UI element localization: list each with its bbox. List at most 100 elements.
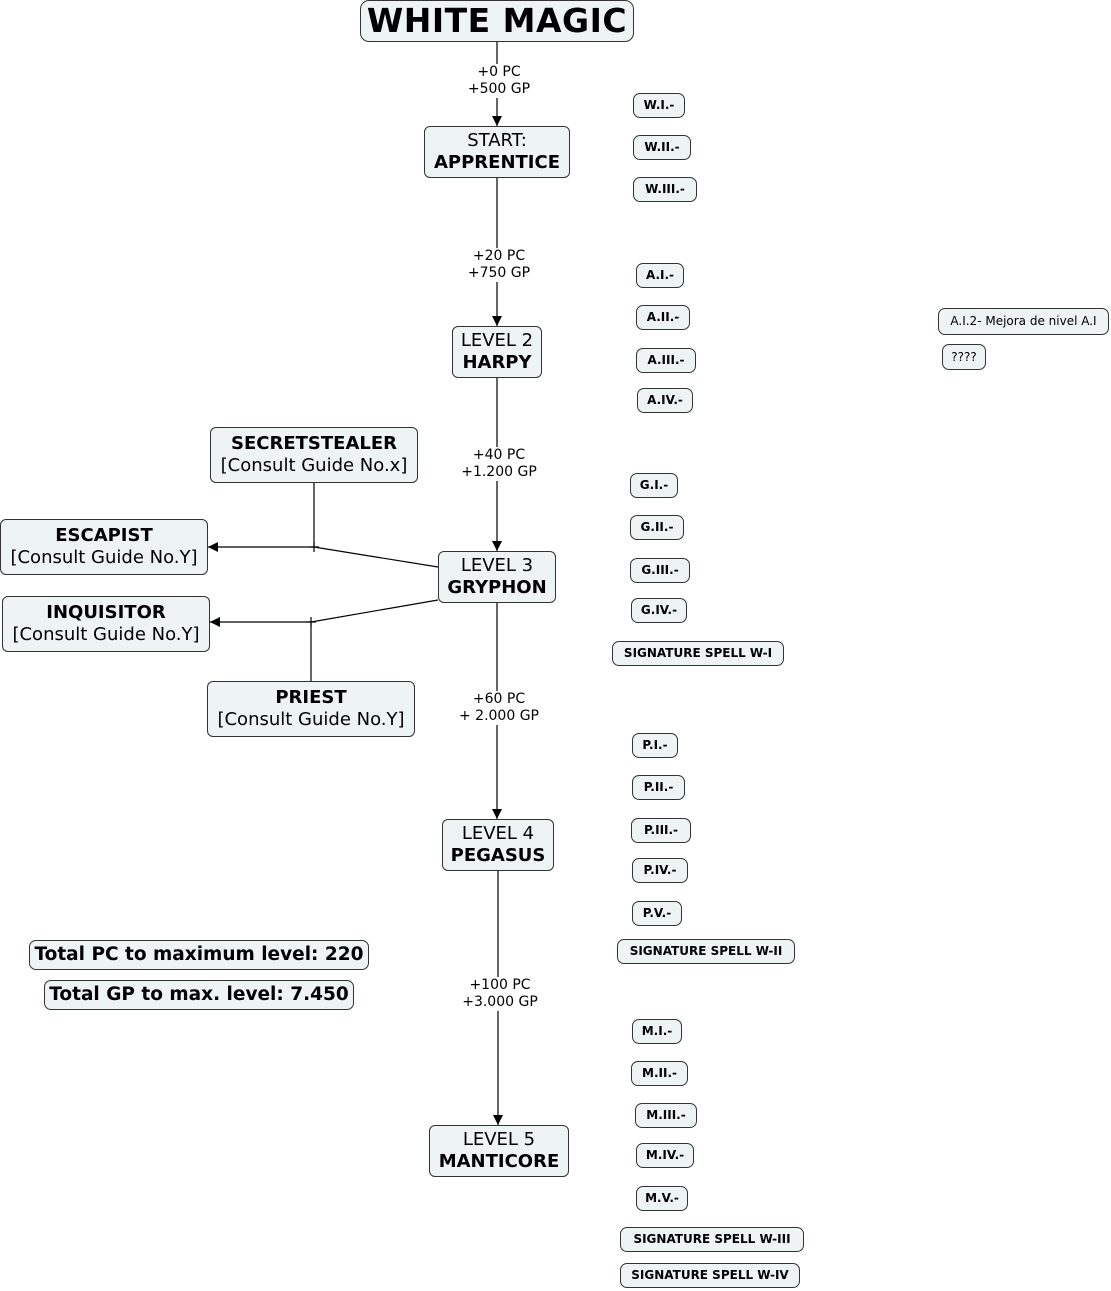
title-node: WHITE MAGIC <box>360 0 634 42</box>
spell-label: M.II.- <box>642 1066 677 1081</box>
spell-node-signature: SIGNATURE SPELL W-II <box>617 939 795 964</box>
spell-node-signature: SIGNATURE SPELL W-IV <box>620 1263 800 1288</box>
cost-label-level5: +100 PC +3.000 GP <box>448 977 552 1011</box>
spell-node: P.IV.- <box>632 858 688 883</box>
class-name: INQUISITOR <box>46 602 166 624</box>
class-name: PRIEST <box>275 687 347 709</box>
class-note: [Consult Guide No.Y] <box>12 624 200 645</box>
spell-label: A.IV.- <box>647 393 683 408</box>
spell-node: M.III.- <box>635 1103 697 1128</box>
spell-node: W.I.- <box>633 93 685 118</box>
level-name: GRYPHON <box>447 577 547 598</box>
spell-node: G.III.- <box>630 558 690 583</box>
spell-node: M.IV.- <box>636 1143 694 1168</box>
spell-label: A.I.2- Mejora de nivel A.I <box>950 314 1097 329</box>
level-node-gryphon: LEVEL 3 GRYPHON <box>438 551 556 603</box>
spell-node: A.I.- <box>636 263 684 288</box>
cost-gp: +750 GP <box>467 265 531 281</box>
spell-label: M.IV.- <box>645 1148 685 1163</box>
spell-node: A.III.- <box>636 348 696 373</box>
spell-node: G.IV.- <box>631 598 687 623</box>
cost-gp: +3.000 GP <box>462 994 538 1010</box>
class-name: ESCAPIST <box>55 525 153 547</box>
spell-node-signature: SIGNATURE SPELL W-III <box>620 1227 804 1252</box>
spell-label: A.I.- <box>645 268 675 283</box>
spell-node: G.II.- <box>630 515 684 540</box>
level-label: LEVEL 4 <box>461 823 535 845</box>
cost-gp: + 2.000 GP <box>458 708 539 724</box>
cost-label-level4: +60 PC + 2.000 GP <box>447 691 551 725</box>
spell-label: P.II.- <box>643 780 674 795</box>
level-node-apprentice: START: APPRENTICE <box>424 126 570 178</box>
cost-pc: +40 PC <box>472 447 526 463</box>
spell-label: P.I.- <box>642 738 668 753</box>
spell-node-extra: A.I.2- Mejora de nivel A.I <box>938 308 1109 335</box>
level-label: LEVEL 5 <box>462 1129 536 1151</box>
total-gp-box: Total GP to max. level: 7.450 <box>44 980 354 1010</box>
spell-label: G.I.- <box>639 478 669 493</box>
cost-gp: +1.200 GP <box>461 464 537 480</box>
cost-label-level2: +20 PC +750 GP <box>447 248 551 282</box>
spell-node: P.II.- <box>632 775 685 800</box>
spell-label: W.II.- <box>644 140 680 155</box>
spell-node: A.IV.- <box>637 388 693 413</box>
level-label: LEVEL 2 <box>460 330 534 352</box>
cost-label-level3: +40 PC +1.200 GP <box>447 447 551 481</box>
spell-node: M.II.- <box>631 1061 688 1086</box>
spell-label: M.V.- <box>645 1191 679 1206</box>
cost-pc: +60 PC <box>472 691 526 707</box>
spell-label: P.IV.- <box>643 863 677 878</box>
spell-label: G.II.- <box>640 520 674 535</box>
level-name: APPRENTICE <box>433 152 561 173</box>
cost-pc: +100 PC <box>469 977 531 993</box>
spell-node: P.V.- <box>632 901 682 926</box>
spell-node-signature: SIGNATURE SPELL W-I <box>612 641 784 666</box>
level-name: HARPY <box>462 352 532 373</box>
spell-node: M.V.- <box>636 1186 688 1211</box>
class-note: [Consult Guide No.Y] <box>10 547 198 568</box>
spell-node: A.II.- <box>636 305 690 330</box>
class-note: [Consult Guide No.x] <box>220 455 408 476</box>
spell-node: W.II.- <box>633 135 691 160</box>
class-name: SECRETSTEALER <box>231 433 397 455</box>
cost-pc: +20 PC <box>472 248 526 264</box>
spell-label: A.II.- <box>646 310 680 325</box>
total-pc-box: Total PC to maximum level: 220 <box>29 940 369 970</box>
level-label: START: <box>467 130 527 152</box>
level-name: MANTICORE <box>438 1151 560 1172</box>
spell-node: W.III.- <box>633 177 697 202</box>
cost-pc: +0 PC <box>477 64 521 80</box>
spell-label: SIGNATURE SPELL W-II <box>629 944 783 959</box>
spell-node: P.III.- <box>631 818 691 843</box>
total-gp-label: Total GP to max. level: 7.450 <box>49 983 349 1005</box>
cost-gp: +500 GP <box>467 81 531 97</box>
spell-label: P.III.- <box>643 823 679 838</box>
title-label: WHITE MAGIC <box>366 1 628 41</box>
level-node-manticore: LEVEL 5 MANTICORE <box>429 1125 569 1177</box>
spell-node: P.I.- <box>632 733 678 758</box>
spell-label: A.III.- <box>647 353 685 368</box>
level-node-harpy: LEVEL 2 HARPY <box>452 326 542 378</box>
spell-label: SIGNATURE SPELL W-I <box>623 646 773 661</box>
spell-label: P.V.- <box>642 906 672 921</box>
spell-label: G.III.- <box>641 563 679 578</box>
spell-label: ???? <box>951 349 977 364</box>
edge-gryphon-junction-lower <box>310 599 439 623</box>
class-node-inquisitor: INQUISITOR [Consult Guide No.Y] <box>2 596 210 652</box>
class-node-priest: PRIEST [Consult Guide No.Y] <box>207 681 415 737</box>
spell-label: W.I.- <box>643 98 675 113</box>
spell-node-extra: ???? <box>942 344 986 370</box>
spell-label: W.III.- <box>645 182 685 197</box>
total-pc-label: Total PC to maximum level: 220 <box>34 943 364 965</box>
spell-node: G.I.- <box>630 473 678 498</box>
class-note: [Consult Guide No.Y] <box>217 709 405 730</box>
spell-label: SIGNATURE SPELL W-III <box>633 1232 791 1247</box>
spell-label: G.IV.- <box>640 603 678 618</box>
spell-label: SIGNATURE SPELL W-IV <box>631 1268 789 1283</box>
level-name: PEGASUS <box>450 845 546 866</box>
class-node-secretstealer: SECRETSTEALER [Consult Guide No.x] <box>210 427 418 483</box>
level-node-pegasus: LEVEL 4 PEGASUS <box>442 819 554 871</box>
spell-label: M.I.- <box>641 1024 673 1039</box>
cost-label-start: +0 PC +500 GP <box>447 64 551 98</box>
class-node-escapist: ESCAPIST [Consult Guide No.Y] <box>0 519 208 575</box>
